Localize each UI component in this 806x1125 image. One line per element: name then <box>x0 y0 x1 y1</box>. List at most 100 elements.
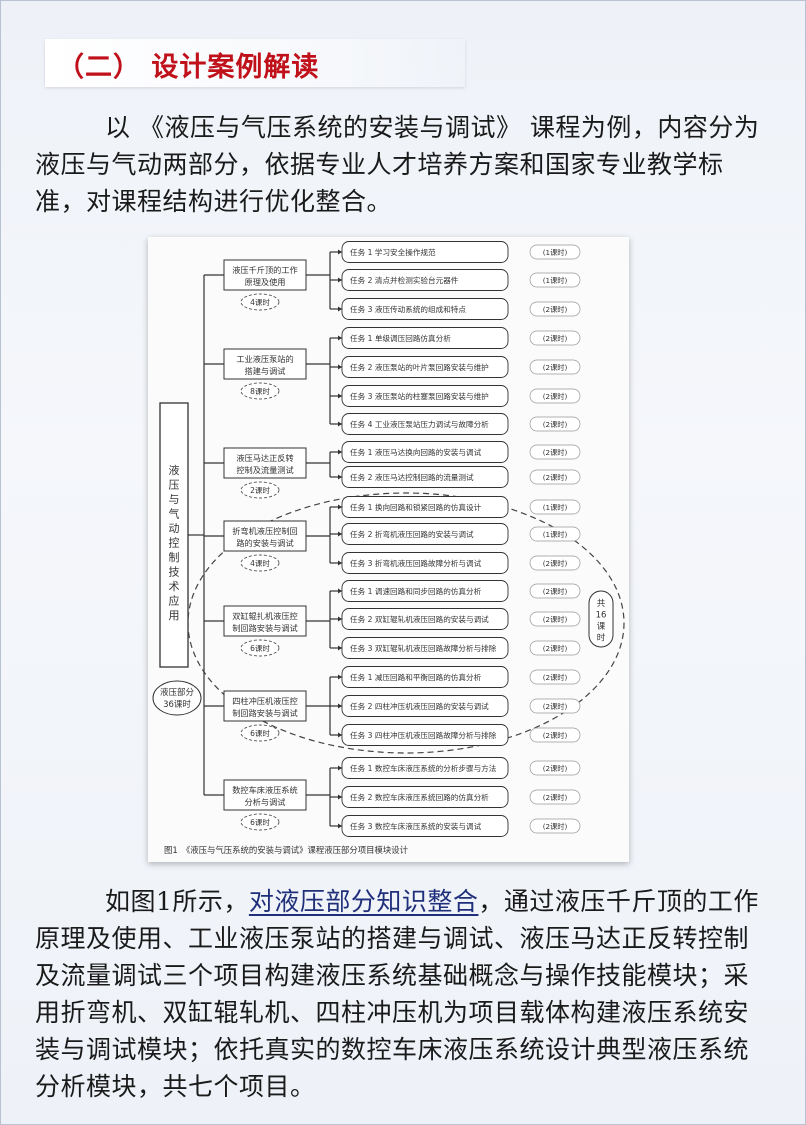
task-hours: (2课时) <box>543 673 568 682</box>
root-char: 液 <box>169 463 180 477</box>
project-name-line: 控制及流量测试 <box>236 465 293 475</box>
section-title: （二） 设计案例解读 <box>57 52 320 83</box>
task-hours: (1课时) <box>543 276 568 285</box>
project-hours-badge <box>240 554 280 572</box>
summary-rest: ，通过液压千斤顶的工作原理及使用、工业液压泵站的搭建与调试、液压马达正反转控制及… <box>35 887 759 1101</box>
project-hours: 6课时 <box>250 728 270 738</box>
task-hours: (1课时) <box>543 530 568 539</box>
task-arrow <box>338 335 342 341</box>
root-char: 制 <box>169 551 180 564</box>
task-hours: (2课时) <box>543 559 568 568</box>
task-label: 任务 1 数控车床液压系统的分析步骤与方法 <box>350 763 497 773</box>
root-char: 技 <box>169 566 180 579</box>
root-char: 用 <box>169 609 180 622</box>
project-box <box>223 690 307 722</box>
task-box <box>341 552 509 574</box>
task-arrow <box>338 393 342 399</box>
task-box <box>341 269 509 291</box>
root-char: 压 <box>169 479 180 492</box>
task-label: 任务 1 液压马达换向回路的安装与调试 <box>350 447 482 457</box>
side-badge-text: 16 <box>596 611 607 621</box>
task-hours: (2课时) <box>543 793 568 802</box>
task-box <box>341 637 509 659</box>
task-box <box>341 356 509 378</box>
task-label: 任务 3 折弯机液压回路故障分析与调试 <box>350 558 482 568</box>
project-hours: 2课时 <box>250 485 270 495</box>
project-name-line: 四柱冲压机液压控 <box>232 696 298 706</box>
task-hours-pill <box>529 727 581 743</box>
task-box <box>341 608 509 630</box>
task-arrow <box>338 504 342 510</box>
summary-paragraph: 如图1所示，对液压部分知识整合，通过液压千斤顶的工作原理及使用、工业液压泵站的搭… <box>35 883 773 1105</box>
task-hours-pill <box>529 499 581 515</box>
task-hours-pill <box>529 698 581 714</box>
task-arrow <box>338 249 342 255</box>
task-arrow <box>338 306 342 312</box>
task-box <box>341 724 509 746</box>
side-badge-text: 时 <box>597 633 606 644</box>
task-hours: (2课时) <box>543 644 568 653</box>
project-hours-badge <box>240 724 280 742</box>
task-arrow <box>338 732 342 738</box>
task-hours: (2课时) <box>543 305 568 314</box>
task-label: 任务 2 四柱冲压机液压回路的安装与调试 <box>350 701 489 711</box>
task-box <box>341 580 509 602</box>
summary-highlight-link[interactable]: 对液压部分知识整合 <box>248 887 479 916</box>
project-box <box>223 520 307 552</box>
summary-lead: 如图1所示， <box>105 887 249 916</box>
task-arrow <box>338 588 342 594</box>
project-name-line: 制回路安装与调试 <box>232 708 298 718</box>
root-char: 应 <box>169 594 180 608</box>
project-hours: 6课时 <box>250 817 270 827</box>
task-label: 任务 1 减压回路和平衡回路的仿真分析 <box>350 672 482 682</box>
project-hours: 4课时 <box>250 297 270 307</box>
project-hours: 8课时 <box>250 386 270 396</box>
task-box <box>341 666 509 688</box>
task-arrow <box>338 277 342 283</box>
project-hours: 4课时 <box>250 558 270 568</box>
task-box <box>341 441 509 463</box>
figure-caption: 图1 《液压与气压系统的安装与调试》课程液压部分项目模块设计 <box>164 845 409 855</box>
task-box <box>341 241 509 263</box>
task-label: 任务 3 液压泵站的柱塞泵回路安装与维护 <box>350 391 489 401</box>
task-arrow <box>338 474 342 480</box>
task-hours-pill <box>529 760 581 776</box>
task-hours-pill <box>529 272 581 288</box>
task-hours: (2课时) <box>543 615 568 624</box>
task-hours-pill <box>529 669 581 685</box>
project-hours: 6课时 <box>250 643 270 653</box>
task-arrow <box>338 674 342 680</box>
task-label: 任务 1 单级调压回路仿真分析 <box>350 333 451 343</box>
task-hours: (1课时) <box>543 248 568 257</box>
task-label: 任务 2 折弯机液压回路的安装与调试 <box>350 529 474 539</box>
task-hours-pill <box>529 444 581 460</box>
root-char: 动 <box>169 522 180 535</box>
task-hours-pill <box>529 330 581 346</box>
task-label: 任务 2 液压马达控制回路的流量测试 <box>350 472 474 482</box>
task-label: 任务 1 学习安全操作规范 <box>350 247 436 257</box>
task-label: 任务 2 数控车床液压系统回路的仿真分析 <box>350 792 489 802</box>
dashed-group-oval <box>187 492 625 754</box>
task-label: 任务 3 双缸辊轧机液压回路故障分析与排除 <box>350 643 497 653</box>
task-hours-pill <box>529 388 581 404</box>
task-hours: (2课时) <box>543 764 568 773</box>
project-name-line: 分析与调试 <box>245 797 286 807</box>
root-badge <box>152 680 202 716</box>
task-hours: (2课时) <box>543 731 568 740</box>
task-hours: (1课时) <box>543 503 568 512</box>
task-hours: (2课时) <box>543 587 568 596</box>
project-module-diagram: 液压与气动控制技术应用液压部分36课时共16课时液压千斤顶的工作原理及使用4课时… <box>152 241 625 855</box>
task-label: 任务 3 数控车床液压系统的安装与调试 <box>350 821 482 831</box>
task-hours: (2课时) <box>543 392 568 401</box>
task-hours-pill <box>529 640 581 656</box>
root-char: 术 <box>169 580 180 593</box>
task-arrow <box>338 449 342 455</box>
project-name-line: 液压千斤顶的工作 <box>232 265 298 275</box>
side-badge-text: 课 <box>597 621 606 632</box>
project-name-line: 路的安装与调试 <box>236 538 293 548</box>
task-hours-pill <box>529 789 581 805</box>
task-arrow <box>338 823 342 829</box>
task-label: 任务 1 换向回路和锁紧回路的仿真设计 <box>350 502 482 512</box>
task-hours-pill <box>529 611 581 627</box>
task-hours: (2课时) <box>543 363 568 372</box>
